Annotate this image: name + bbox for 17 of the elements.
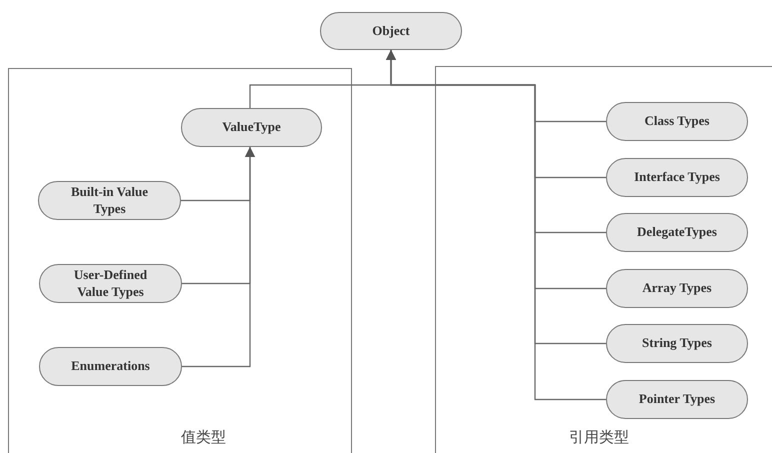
panel-label: 引用类型 [569, 428, 629, 447]
type-pill: String Types [606, 324, 748, 363]
type-pill: Class Types [606, 102, 748, 141]
type-pill: Interface Types [606, 158, 748, 197]
panel-label: 值类型 [181, 428, 226, 447]
type-pill: Array Types [606, 269, 748, 308]
group-panel [8, 68, 352, 453]
group-panel [435, 66, 772, 453]
arrow [182, 147, 255, 368]
type-pill: Object [320, 12, 462, 50]
type-pill: Built-in Value Types [38, 181, 181, 220]
type-pill: Pointer Types [606, 380, 748, 419]
type-pill: User-Defined Value Types [39, 264, 182, 303]
arrow [386, 50, 606, 400]
type-pill: ValueType [181, 108, 322, 147]
type-pill: Enumerations [39, 347, 182, 386]
type-pill: DelegateTypes [606, 213, 748, 252]
